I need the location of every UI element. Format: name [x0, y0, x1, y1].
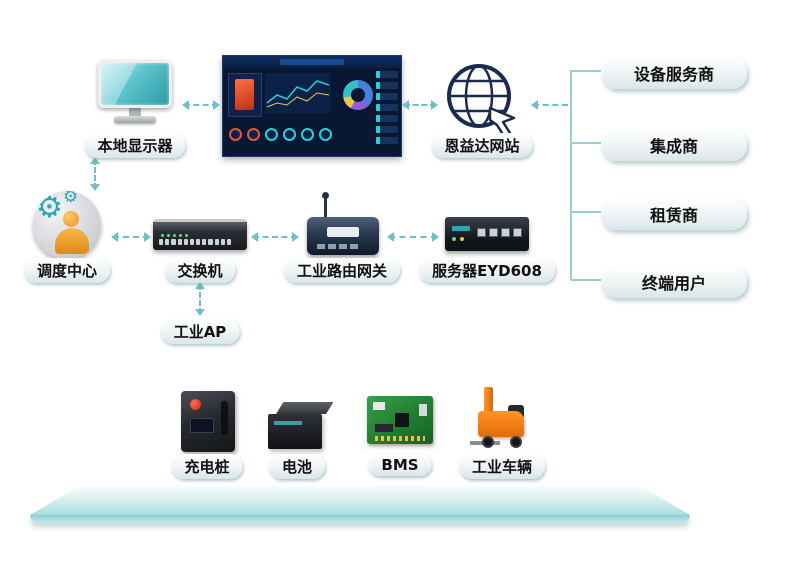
- bms-board-icon: [362, 393, 438, 450]
- gauge-icon: [319, 128, 332, 141]
- emergency-button: [190, 399, 201, 410]
- label-dispatch-center: 调度中心: [23, 258, 111, 283]
- pcb-component: [373, 402, 385, 410]
- dashboard-device-image: [235, 79, 254, 110]
- arrow-bracket-website: [531, 100, 568, 110]
- pcb-component: [375, 424, 393, 432]
- dashboard-title-bar: [223, 56, 401, 68]
- battery-top-face: [276, 402, 334, 414]
- label-industrial-router: 工业路由网关: [283, 258, 401, 283]
- stakeholder-bracket-line: [570, 70, 572, 280]
- antenna-icon: [322, 192, 329, 219]
- label-local-display: 本地显示器: [84, 133, 186, 158]
- monitor-base: [114, 116, 156, 123]
- server-icon: [445, 217, 529, 251]
- platform-top-surface: [30, 486, 690, 515]
- dashboard-list-panel: [376, 71, 398, 148]
- gauge-icon: [301, 128, 314, 141]
- router-front-label: [327, 227, 359, 237]
- charging-pile-icon: [181, 391, 235, 452]
- charger-slot: [221, 401, 228, 435]
- label-charger: 充电桩: [171, 454, 243, 479]
- server-logo: [452, 226, 470, 231]
- gauge-icon: [265, 128, 278, 141]
- label-switch: 交换机: [164, 258, 236, 283]
- router-ports: [317, 244, 358, 249]
- dashboard-list-row: [376, 71, 398, 78]
- label-bms: BMS: [368, 454, 432, 476]
- chip: [395, 413, 409, 427]
- dashboard-list-row: [376, 82, 398, 89]
- gear-icon: ⚙︎: [63, 191, 79, 207]
- operator-person-body: [55, 228, 89, 254]
- label-vehicle: 工业车辆: [458, 454, 546, 479]
- edge-connector: [375, 436, 425, 441]
- switch-ports: [159, 239, 232, 245]
- switch-leds: [161, 234, 188, 237]
- network-switch-icon: [153, 213, 247, 253]
- gauge-icon: [229, 128, 242, 141]
- server-ports: [477, 228, 522, 237]
- arrow-router-server: [387, 232, 439, 242]
- bracket-stub: [571, 211, 601, 213]
- dashboard-pie-chart: [343, 80, 373, 110]
- monitor-neck: [129, 108, 141, 116]
- arrow-dispatch-switch: [111, 232, 151, 242]
- dashboard-device-panel: [228, 73, 262, 117]
- arrow-switch-router: [251, 232, 299, 242]
- globe-cursor-icon: [447, 64, 516, 138]
- arrow-switch-ap: [195, 282, 205, 316]
- stakeholder-equipment-service-provider: 设备服务商: [601, 57, 747, 89]
- stakeholder-end-user: 终端用户: [601, 266, 747, 298]
- vehicle-wheel: [510, 436, 522, 448]
- server-led: [452, 237, 456, 241]
- label-battery: 电池: [268, 454, 326, 479]
- dashboard-list-row: [376, 115, 398, 122]
- industrial-router-icon: [307, 192, 379, 256]
- dashboard-title-block: [280, 59, 344, 65]
- dashboard-list-row: [376, 137, 398, 144]
- bracket-stub: [571, 142, 601, 144]
- label-website: 恩益达网站: [431, 133, 533, 158]
- dispatch-center-icon: ⚙︎ ⚙︎: [33, 191, 101, 259]
- vehicle-mast: [484, 387, 493, 433]
- stakeholder-integrator: 集成商: [601, 129, 747, 161]
- label-server: 服务器EYD608: [419, 258, 555, 283]
- switch-body: [153, 219, 247, 250]
- dashboard-line-chart: [265, 73, 331, 113]
- monitor-screen: [98, 60, 172, 108]
- dashboard-list-row: [376, 93, 398, 100]
- stakeholder-leasing-provider: 租赁商: [601, 198, 747, 230]
- monitor-icon: [98, 60, 172, 132]
- pcb-component: [419, 404, 427, 416]
- gauge-icon: [247, 128, 260, 141]
- operator-person-icon: [63, 211, 79, 227]
- bracket-stub: [571, 70, 601, 72]
- platform-front-edge: [30, 515, 690, 523]
- bracket-stub: [571, 279, 601, 281]
- gear-icon: ⚙︎: [36, 191, 63, 225]
- arrow-monitor-dashboard: [182, 100, 220, 110]
- dashboard-list-row: [376, 104, 398, 111]
- pcb-board: [367, 396, 433, 444]
- battery-icon: [268, 402, 334, 450]
- dashboard-gauges: [229, 128, 332, 141]
- arrow-monitor-dispatch: [90, 157, 100, 191]
- charger-screen: [190, 418, 214, 433]
- dashboard-screen: [222, 55, 402, 157]
- arrow-dashboard-website: [402, 100, 438, 110]
- label-industrial-ap: 工业AP: [160, 319, 240, 344]
- gauge-icon: [283, 128, 296, 141]
- industrial-vehicle-icon: [470, 387, 534, 450]
- vehicle-body: [478, 411, 524, 437]
- dashboard-list-row: [376, 126, 398, 133]
- battery-front-face: [268, 414, 322, 449]
- vehicle-wheel: [482, 436, 494, 448]
